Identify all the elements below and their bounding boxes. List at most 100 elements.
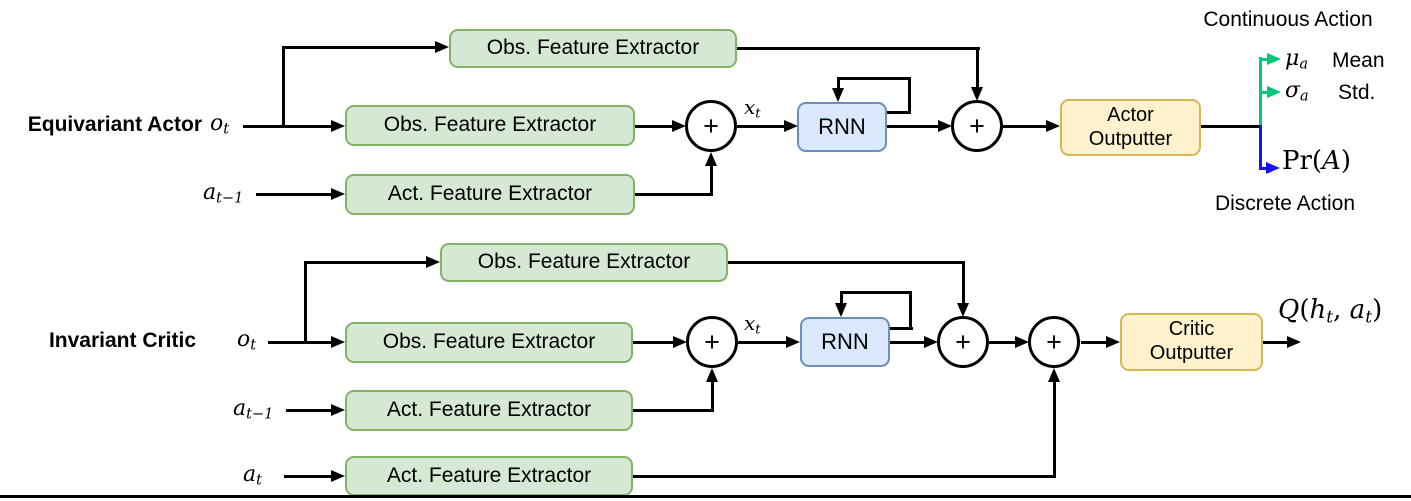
continuous-branch-connector bbox=[1259, 58, 1268, 61]
critic-outputter-box: Critic Outputter bbox=[1120, 313, 1263, 371]
connector bbox=[633, 475, 1056, 478]
arrowhead-green bbox=[1267, 53, 1281, 65]
arrowhead bbox=[938, 120, 952, 132]
q-value-label: Q(ht, at) bbox=[1278, 295, 1383, 328]
arrowhead bbox=[426, 256, 440, 268]
connector bbox=[243, 125, 333, 128]
discrete-branch-connector bbox=[1259, 125, 1262, 170]
figure-bottom-rule bbox=[0, 495, 1411, 498]
arrowhead bbox=[331, 470, 345, 482]
arrowhead bbox=[331, 188, 345, 200]
arrowhead bbox=[672, 120, 686, 132]
connector bbox=[304, 261, 307, 343]
arrowhead bbox=[1287, 336, 1301, 348]
connector bbox=[635, 125, 673, 128]
connector bbox=[284, 475, 332, 478]
arrowhead-blue bbox=[1266, 162, 1280, 174]
std-caption: Std. bbox=[1338, 81, 1376, 104]
rnn-loop-connector bbox=[908, 77, 911, 114]
critic-obs-feature-extractor-top-box: Obs. Feature Extractor bbox=[440, 243, 728, 282]
discrete-output-label: Pr(A) bbox=[1282, 146, 1352, 176]
critic-input-observation-label: ot bbox=[237, 327, 257, 354]
rnn-loop-connector bbox=[909, 291, 912, 329]
critic-section-title: Invariant Critic bbox=[48, 329, 196, 352]
critic-rnn-box: RNN bbox=[800, 317, 890, 367]
arrowhead bbox=[1046, 120, 1060, 132]
connector bbox=[1263, 341, 1287, 344]
arrowhead-green bbox=[1267, 86, 1281, 98]
arrowhead bbox=[706, 368, 718, 382]
actor-xt-label: xt bbox=[744, 95, 761, 122]
connector bbox=[989, 341, 1016, 344]
mu-output-label: μa bbox=[1285, 46, 1308, 73]
arrowhead bbox=[673, 336, 687, 348]
actor-obs-feature-extractor-box: Obs. Feature Extractor bbox=[345, 105, 635, 146]
discrete-action-header: Discrete Action bbox=[1214, 192, 1356, 215]
critic-obs-feature-extractor-box: Obs. Feature Extractor bbox=[345, 322, 633, 363]
actor-act-feature-extractor-box: Act. Feature Extractor bbox=[345, 174, 635, 215]
actor-input-observation-label: ot bbox=[210, 111, 230, 138]
arrowhead bbox=[705, 152, 717, 166]
connector bbox=[737, 47, 980, 50]
arrowhead bbox=[924, 336, 938, 348]
connector bbox=[268, 341, 333, 344]
critic-input-action-label: at bbox=[243, 462, 262, 489]
connector bbox=[887, 125, 939, 128]
critic-act-feature-extractor-box: Act. Feature Extractor bbox=[345, 390, 633, 431]
rnn-loop-connector bbox=[889, 327, 913, 330]
arrowhead bbox=[435, 41, 449, 53]
connector bbox=[728, 261, 965, 264]
mean-caption: Mean bbox=[1332, 49, 1385, 72]
actor-sum-node-1: + bbox=[685, 100, 737, 152]
actor-rnn-box: RNN bbox=[797, 102, 887, 152]
connector bbox=[710, 164, 713, 195]
connector bbox=[962, 261, 965, 303]
arrowhead bbox=[1048, 368, 1060, 382]
connector bbox=[890, 341, 924, 344]
connector bbox=[256, 193, 332, 196]
continuous-action-header: Continuous Action bbox=[1203, 8, 1373, 31]
connector bbox=[1081, 341, 1108, 344]
arrowhead bbox=[1106, 336, 1120, 348]
arrowhead bbox=[832, 88, 844, 102]
arrowhead bbox=[835, 303, 847, 317]
critic-sum-node-2: + bbox=[937, 316, 989, 368]
connector bbox=[1053, 382, 1056, 477]
connector bbox=[633, 409, 714, 412]
sigma-output-label: σa bbox=[1285, 78, 1309, 105]
critic-xt-label: xt bbox=[744, 311, 761, 338]
arrowhead bbox=[957, 303, 969, 317]
connector bbox=[1201, 125, 1261, 128]
connector bbox=[711, 380, 714, 411]
continuous-branch-connector bbox=[1259, 91, 1268, 94]
actor-obs-feature-extractor-top-box: Obs. Feature Extractor bbox=[449, 29, 737, 68]
arrowhead bbox=[971, 87, 983, 101]
connector bbox=[635, 193, 713, 196]
rnn-loop-connector bbox=[840, 291, 912, 294]
connector bbox=[1003, 125, 1047, 128]
actor-sum-node-2: + bbox=[951, 100, 1003, 152]
critic-input-prev-action-label: at−1 bbox=[233, 396, 274, 423]
actor-input-prev-action-label: at−1 bbox=[203, 180, 244, 207]
actor-outputter-box: Actor Outputter bbox=[1060, 99, 1201, 156]
connector bbox=[304, 261, 427, 264]
connector bbox=[738, 341, 787, 344]
rnn-loop-connector bbox=[886, 111, 911, 114]
connector bbox=[633, 341, 673, 344]
arrowhead bbox=[331, 336, 345, 348]
connector bbox=[282, 46, 436, 49]
connector bbox=[282, 46, 285, 127]
connector bbox=[976, 47, 979, 87]
arrowhead bbox=[331, 404, 345, 416]
arrowhead bbox=[786, 336, 800, 348]
actor-section-title: Equivariant Actor bbox=[27, 113, 202, 136]
arrowhead bbox=[784, 120, 798, 132]
rnn-loop-connector bbox=[837, 77, 840, 90]
critic-sum-node-1: + bbox=[686, 316, 738, 368]
rnn-loop-connector bbox=[837, 77, 911, 80]
arrowhead bbox=[331, 120, 345, 132]
critic-act-feature-extractor-box-2: Act. Feature Extractor bbox=[345, 456, 633, 496]
connector bbox=[737, 125, 785, 128]
connector bbox=[286, 409, 332, 412]
